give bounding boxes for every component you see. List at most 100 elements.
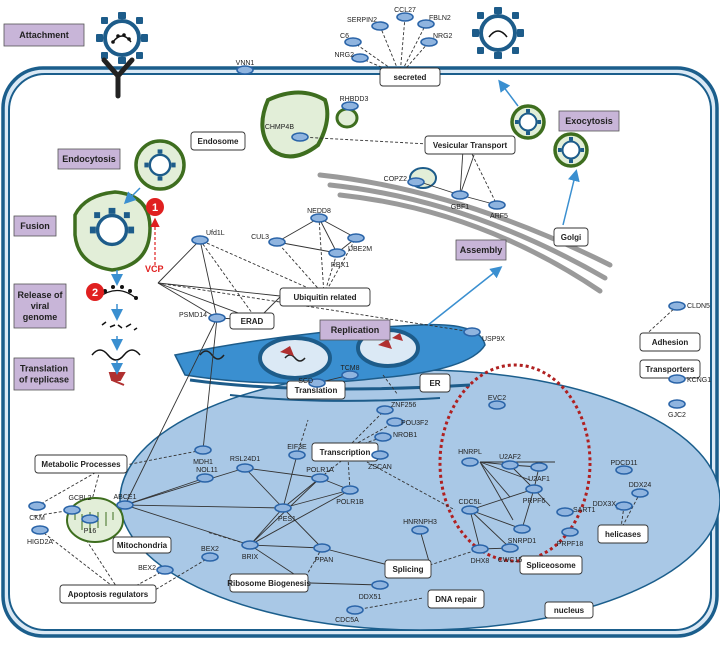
- marker-two-label: 2: [92, 287, 98, 299]
- process-arrows: [111, 79, 580, 375]
- gene-label: PPAN: [315, 557, 334, 564]
- gene-pou3f2: POU3F2: [386, 417, 428, 427]
- virus-in-endosome-icon: [144, 149, 176, 181]
- category-label: Spliceosome: [526, 561, 576, 570]
- gene-c6: C6: [340, 33, 362, 47]
- stage-attachment: Attachment: [3, 23, 85, 47]
- stage-label: Endocytosis: [62, 154, 116, 164]
- gene-label: EIF3E: [287, 444, 307, 451]
- gene-abce1: ABCE1: [114, 494, 137, 510]
- gene-label: COPZ2: [384, 176, 407, 183]
- virus-assembled-2-icon: [558, 137, 584, 163]
- gene-label: NEDD8: [307, 208, 331, 215]
- stage-endocytosis: Endocytosis: [57, 148, 121, 170]
- marker-one-label: 1: [152, 202, 158, 214]
- gene-dhx8: DHX8: [471, 544, 489, 565]
- gene-bex2a: BEX2: [201, 546, 219, 562]
- gene-label: KCNG1: [687, 377, 711, 384]
- gene-label: ZNF256: [391, 402, 416, 409]
- gene-label: DDX24: [629, 482, 652, 489]
- gene-label: GJC2: [668, 412, 686, 419]
- gene-label: BEX2: [138, 565, 156, 572]
- gene-eif3e: EIF3E: [287, 444, 307, 460]
- gene-nrg2a: NRG2: [335, 52, 369, 63]
- virus-assembled-1-icon: [515, 109, 541, 135]
- category-label: Vesicular Transport: [433, 141, 508, 150]
- spliceosome-ring: [438, 363, 592, 563]
- gene-cldn5: CLDN5: [668, 301, 710, 311]
- category-nucleus: nucleus: [544, 601, 594, 619]
- category-adhesion: Adhesion: [639, 332, 701, 352]
- gene-label: SART1: [573, 507, 596, 514]
- category-label: ERAD: [241, 317, 264, 326]
- gene-label: U2AF1: [528, 476, 550, 483]
- gene-ckm: CKM: [28, 501, 46, 522]
- viral-rna-icon: [91, 349, 141, 361]
- gene-label: CCL27: [394, 7, 416, 14]
- category-golgi: Golgi: [553, 227, 589, 247]
- gene-nrg2b: NRG2: [420, 33, 453, 47]
- gene-higd2a: HIGD2A: [27, 525, 53, 546]
- gene-vnn1: VNN1: [236, 60, 254, 75]
- golgi-stacks: [317, 172, 613, 294]
- gene-ufd1l: Ufd1L: [191, 230, 225, 245]
- stage-label: Release of: [17, 290, 63, 300]
- category-label: Transporters: [646, 365, 695, 374]
- gene-ddx3x: DDX3X: [593, 501, 633, 511]
- gene-cdc5a: CDC5A: [335, 605, 364, 624]
- gene-cwc15: CWC15: [498, 543, 522, 564]
- marker-one: [146, 198, 164, 216]
- gene-brix: BRIX: [241, 540, 259, 561]
- category-metabolic: Metabolic Processes: [34, 454, 128, 474]
- virus-particle-released-icon: [472, 7, 524, 59]
- gene-gjc2: GJC2: [668, 399, 686, 419]
- stage-label: Translation: [20, 364, 68, 374]
- category-helicases: helicases: [597, 524, 649, 544]
- category-secreted: secreted: [379, 67, 441, 87]
- gene-label: NROB1: [393, 432, 417, 439]
- category-dna-repair: DNA repair: [427, 589, 485, 609]
- nucleus: [119, 369, 720, 631]
- category-vesicular-transport: Vesicular Transport: [424, 135, 516, 155]
- category-label: Metabolic Processes: [41, 460, 121, 469]
- gene-gbf1: GBF1: [451, 190, 469, 211]
- gene-label: POLR1A: [306, 467, 334, 474]
- gene-copz2: COPZ2: [384, 176, 425, 187]
- gene-fbln2: FBLN2: [417, 15, 451, 29]
- gene-label: PRPF18: [557, 541, 584, 548]
- gene-prpf18: PRPF18: [557, 527, 584, 548]
- gene-label: CLDN5: [687, 303, 710, 310]
- category-ubiquitin: Ubiquitin related: [279, 287, 371, 307]
- gene-label: RHBDD3: [340, 96, 369, 103]
- stage-label: of replicase: [19, 375, 69, 385]
- category-erad: ERAD: [229, 312, 275, 330]
- category-label: Adhesion: [652, 338, 689, 347]
- gene-psmd14: PSMD14: [179, 312, 226, 323]
- category-label: Golgi: [561, 233, 581, 242]
- category-splicing: Splicing: [384, 559, 432, 579]
- gene-label: DDX51: [359, 594, 382, 601]
- gene-pdcd11: PDCD11: [610, 460, 638, 475]
- gene-label: GBF1: [451, 204, 469, 211]
- gene-label: HIGD2A: [27, 539, 53, 546]
- gene-nrob1: NROB1: [374, 432, 417, 442]
- gene-polr1b: POLR1B: [336, 485, 364, 506]
- gene-label: NRG2: [335, 52, 355, 59]
- stage-exocytosis: Exocytosis: [558, 110, 620, 132]
- viral-fragments-icon: [101, 321, 138, 331]
- gene-label: TCM8: [340, 365, 359, 372]
- category-label: Translation: [295, 386, 338, 395]
- category-label: helicases: [605, 530, 642, 539]
- gene-label: SNRPD1: [508, 538, 537, 545]
- gene-label: BRIX: [242, 554, 259, 561]
- category-label: ER: [429, 379, 440, 388]
- stage-label: Fusion: [20, 221, 50, 231]
- gene-ppan: PPAN: [313, 543, 334, 564]
- gene-cul3: CUL3: [251, 234, 286, 247]
- gene-chmp4b: CHMP4B: [265, 124, 309, 142]
- vcp-label: VCP: [145, 264, 164, 274]
- gene-tcm8: TCM8: [340, 365, 360, 380]
- gene-ddx51: DDX51: [359, 580, 389, 601]
- gene-label: U2AF2: [499, 454, 521, 461]
